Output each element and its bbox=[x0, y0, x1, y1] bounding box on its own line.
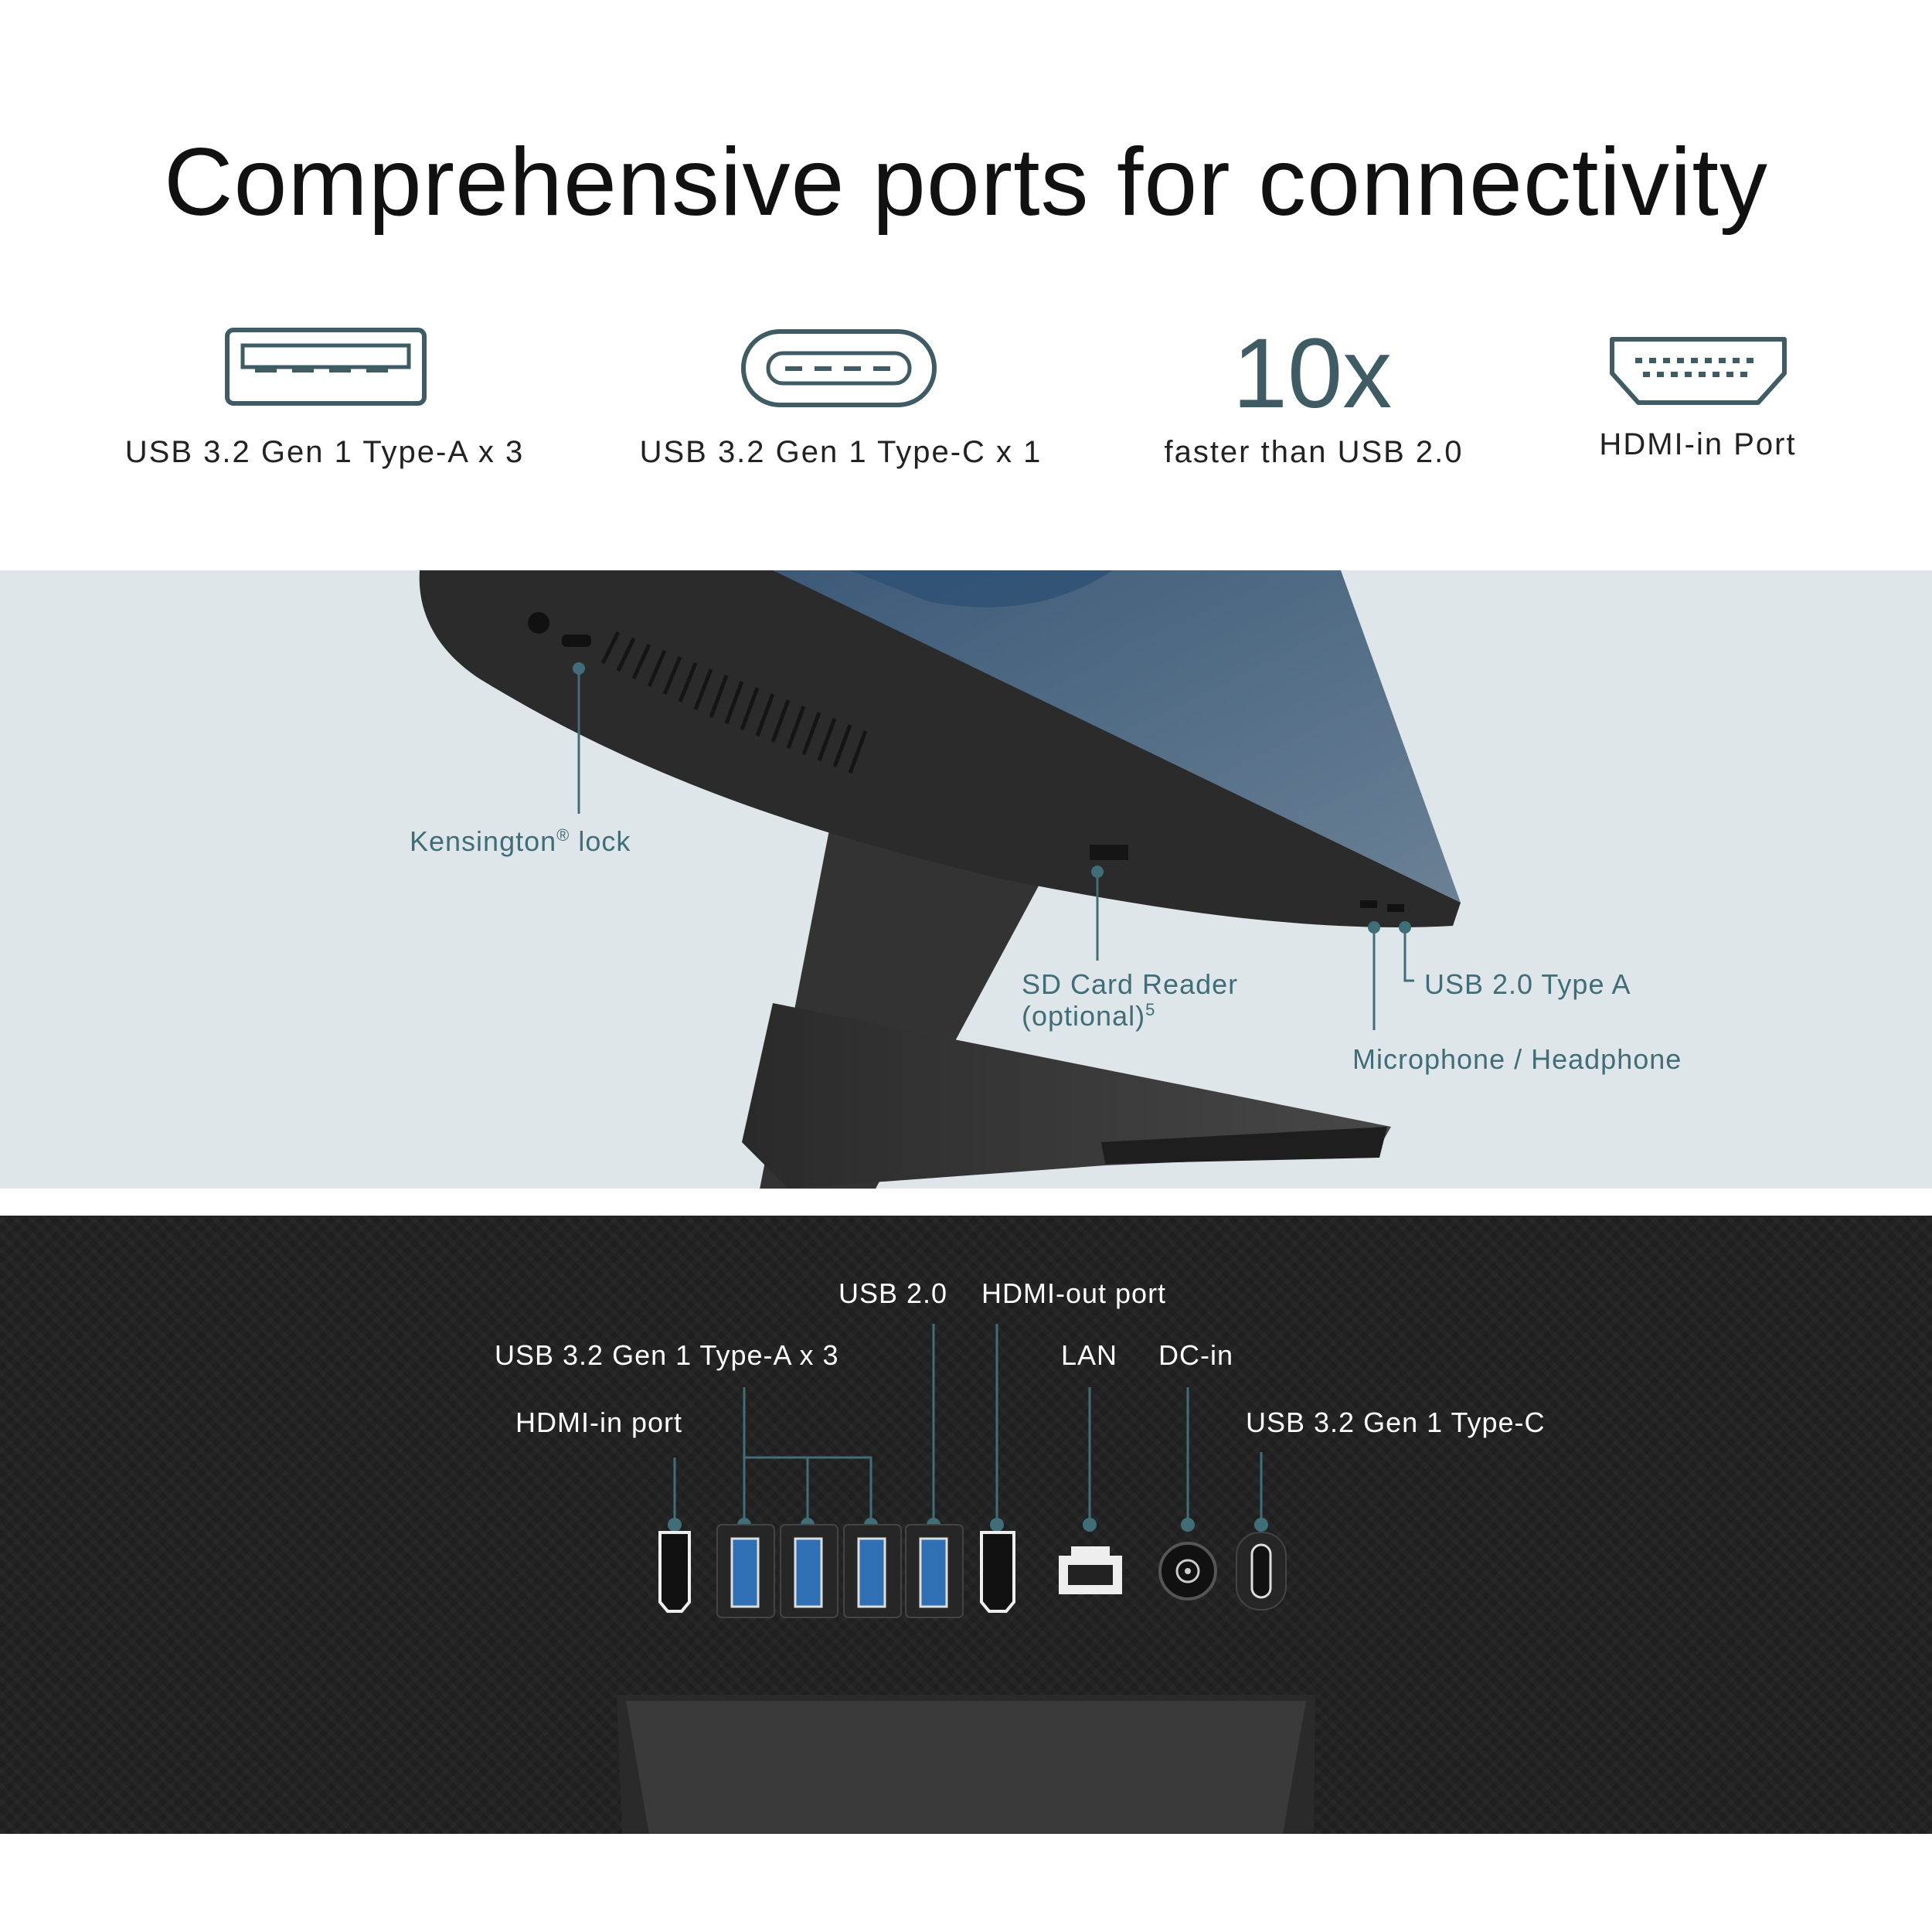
usb-type-c-icon bbox=[741, 329, 937, 407]
speed-stat: 10x bbox=[1232, 318, 1393, 429]
label-usb2-type-a: USB 2.0 Type A bbox=[1424, 968, 1631, 1000]
hdmi-out-port-icon bbox=[980, 1531, 1015, 1613]
rear-ports-illustration bbox=[617, 1324, 1315, 1834]
label-hdmi-out: HDMI-out port bbox=[981, 1277, 1167, 1309]
side-view-panel: Kensington® lock SD Card Reader (optiona… bbox=[0, 570, 1932, 1189]
feature-label-speed: faster than USB 2.0 bbox=[1164, 435, 1464, 469]
label-hdmi-in: HDMI-in port bbox=[515, 1406, 683, 1438]
dc-in-port-icon bbox=[1158, 1542, 1217, 1600]
label-usb3-type-a: USB 3.2 Gen 1 Type-A x 3 bbox=[495, 1339, 839, 1371]
label-sd-card-optional: (optional)5 bbox=[1022, 1000, 1156, 1032]
feature-label-hdmi: HDMI-in Port bbox=[1599, 427, 1797, 461]
rear-view-panel: USB 2.0 HDMI-out port USB 3.2 Gen 1 Type… bbox=[0, 1216, 1932, 1834]
feature-label-usb-c: USB 3.2 Gen 1 Type-C x 1 bbox=[639, 435, 1043, 469]
usb-c-port-icon bbox=[1236, 1532, 1287, 1611]
hdmi-in-port-icon bbox=[658, 1531, 691, 1613]
hdmi-icon bbox=[1610, 337, 1787, 405]
usb-type-a-icon bbox=[225, 328, 427, 406]
label-lan: LAN bbox=[1061, 1339, 1118, 1371]
label-usb-c: USB 3.2 Gen 1 Type-C bbox=[1246, 1406, 1546, 1438]
label-sd-card-reader: SD Card Reader bbox=[1022, 968, 1239, 1000]
lan-port-icon bbox=[1059, 1546, 1122, 1594]
side-view-illustration bbox=[419, 570, 1461, 1189]
label-usb2: USB 2.0 bbox=[838, 1277, 948, 1309]
feature-label-usb-a: USB 3.2 Gen 1 Type-A x 3 bbox=[124, 435, 525, 469]
label-dc-in: DC-in bbox=[1158, 1339, 1234, 1371]
label-mic-headphone: Microphone / Headphone bbox=[1352, 1043, 1682, 1075]
usb2-port-icon bbox=[905, 1524, 964, 1618]
label-kensington-lock: Kensington® lock bbox=[410, 825, 631, 857]
page-title: Comprehensive ports for connectivity bbox=[163, 129, 1768, 236]
usb3-ports-icon bbox=[716, 1524, 902, 1618]
